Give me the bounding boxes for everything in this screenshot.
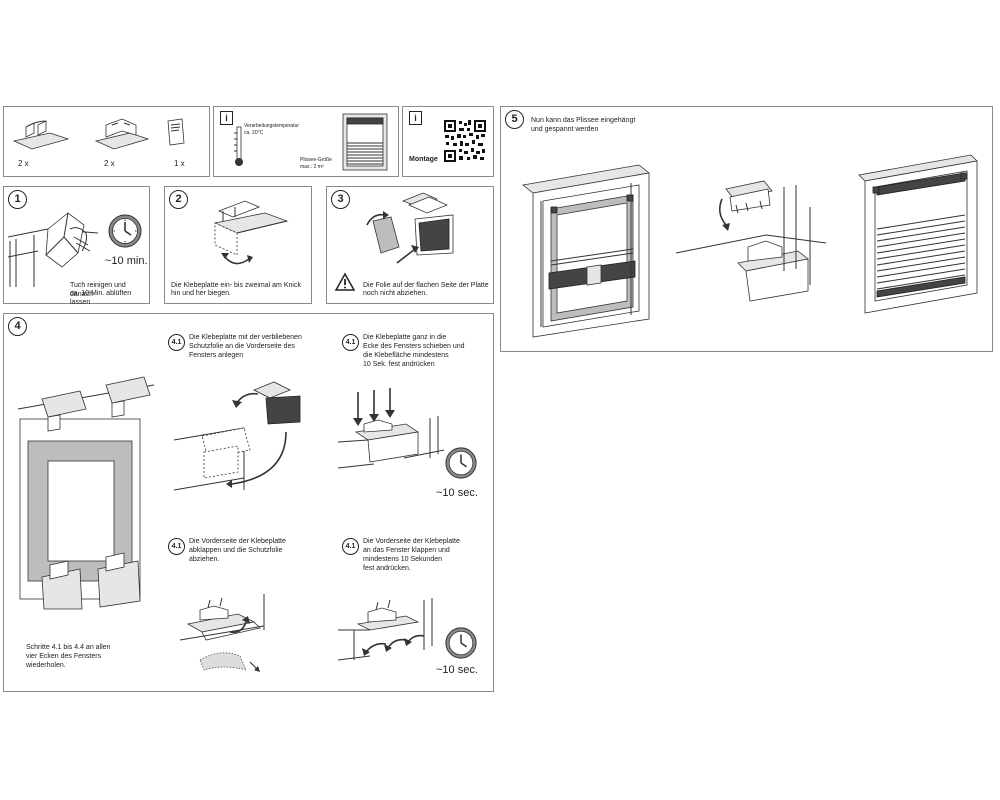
substep-instruction: fest andrücken. xyxy=(363,565,411,572)
substep-instruction: Ecke des Fensters schieben und xyxy=(363,343,465,350)
substep-instruction: Die Vorderseite der Klebeplatte xyxy=(189,538,286,545)
info-icon: i xyxy=(409,111,422,125)
substep-instruction: abziehen. xyxy=(189,556,220,563)
press-plate-illustration xyxy=(337,388,445,469)
step-number-badge: 2 xyxy=(169,190,188,209)
repeat-instruction: vier Ecken des Fensters xyxy=(26,653,102,660)
temperature-value: ca. 20°C xyxy=(244,130,264,136)
part-quantity: 1 x xyxy=(174,159,185,168)
parts-panel: 2 x 2 x 1 x xyxy=(3,106,210,177)
substep-instruction: Die Klebeplatte ganz in die xyxy=(363,334,447,341)
info-icon: i xyxy=(220,111,233,125)
step-instruction: Die Klebeplatte ein- bis zweimal am Knic… xyxy=(171,282,301,289)
peel-film-illustration xyxy=(179,594,265,672)
film-peel-illustration xyxy=(366,192,454,264)
part-quantity: 2 x xyxy=(104,159,115,168)
substep-badge: 4.1 xyxy=(168,334,185,351)
montage-label: Montage xyxy=(409,156,438,163)
step-number-badge: 3 xyxy=(331,190,350,209)
substep-instruction: mindestens 10 Sekunden xyxy=(363,556,442,563)
bracket-part-illustration xyxy=(12,120,70,150)
substep-instruction: 10 Sek. fest andrücken xyxy=(363,361,435,368)
cleaning-cloth-package-icon xyxy=(167,118,185,146)
clock-icon xyxy=(108,214,142,248)
bending-plate-illustration xyxy=(213,200,289,265)
step-1-panel: 1 ~10 min. Tuch reinigen und danach ca. … xyxy=(3,186,150,306)
step-instruction: und gespannt werden xyxy=(531,126,599,133)
blind-hooking-illustration xyxy=(675,180,827,302)
clip-part-illustration xyxy=(94,118,150,150)
info-qr-panel: i Montage xyxy=(402,106,494,177)
substep-badge: 4.1 xyxy=(342,538,359,555)
duration-label: ~10 sec. xyxy=(436,487,478,499)
substep-badge: 4.1 xyxy=(342,334,359,351)
temperature-label: Verarbeitungstemperatur xyxy=(244,123,300,129)
step-2-panel: 2 Die Klebeplatte ein- bis zweimal am Kn… xyxy=(164,186,312,304)
clock-icon xyxy=(445,627,477,659)
substep-instruction: die Klebefläche mindestens xyxy=(363,352,449,359)
repeat-instruction: Schritte 4.1 bis 4.4 an allen xyxy=(26,644,111,651)
thermometer-icon xyxy=(234,126,243,166)
substep-instruction: Die Klebeplatte mit der verbliebenen xyxy=(189,334,302,341)
warning-icon xyxy=(334,272,356,291)
step-number-badge: 1 xyxy=(8,190,27,209)
step-number-badge: 4 xyxy=(8,317,27,336)
step-instruction: Die Folie auf der flachen Seite der Plat… xyxy=(363,282,489,289)
part-quantity: 2 x xyxy=(18,159,29,168)
qr-code-icon[interactable] xyxy=(443,119,487,163)
size-label: Plissee-Größe xyxy=(300,157,332,163)
substep-instruction: Schutzfolie an die Vorderseite des xyxy=(189,343,295,350)
step-instruction: Tuch reinigen und danach xyxy=(70,282,126,298)
substep-instruction: Die Vorderseite der Klebeplatte xyxy=(363,538,460,545)
repeat-instruction: wiederholen. xyxy=(26,662,66,669)
fold-and-press-illustration xyxy=(337,598,433,661)
size-value: max.: 2 m² xyxy=(300,164,324,170)
step-instruction: noch nicht abziehen. xyxy=(363,290,428,297)
step-instruction: ca. 10 Min. ablüften lassen xyxy=(70,290,132,306)
installed-pleated-blind-illustration xyxy=(858,154,978,314)
step-4-panel: 4 4.1 Die Klebeplatte mit der verblieben… xyxy=(3,313,494,692)
duration-label: ~10 sec. xyxy=(436,664,478,676)
step-instruction: Nun kann das Plissee eingehängt xyxy=(531,117,636,124)
step-3-panel: 3 Die Folie auf der flachen Seite der Pl… xyxy=(326,186,494,304)
window-cleaning-illustration xyxy=(7,212,99,287)
window-overview-illustration xyxy=(17,376,155,610)
clock-icon xyxy=(445,447,477,479)
window-with-blind-illustration xyxy=(522,164,650,338)
plisse-blind-icon xyxy=(342,113,388,171)
duration-label: ~10 min. xyxy=(105,255,148,267)
step-number-badge: 5 xyxy=(505,110,524,129)
attach-plate-illustration xyxy=(173,381,301,491)
step-instruction: hin und her biegen. xyxy=(171,290,231,297)
substep-instruction: abklappen und die Schutzfolie xyxy=(189,547,283,554)
substep-instruction: an das Fenster klappen und xyxy=(363,547,450,554)
info-temperature-panel: i Verarbeitungstemperatur ca. 20°C Pliss… xyxy=(213,106,399,177)
substep-instruction: Fensters anlegen xyxy=(189,352,244,359)
step-5-panel: 5 Nun kann das Plissee eingehängt und ge… xyxy=(500,106,993,352)
substep-badge: 4.1 xyxy=(168,538,185,555)
